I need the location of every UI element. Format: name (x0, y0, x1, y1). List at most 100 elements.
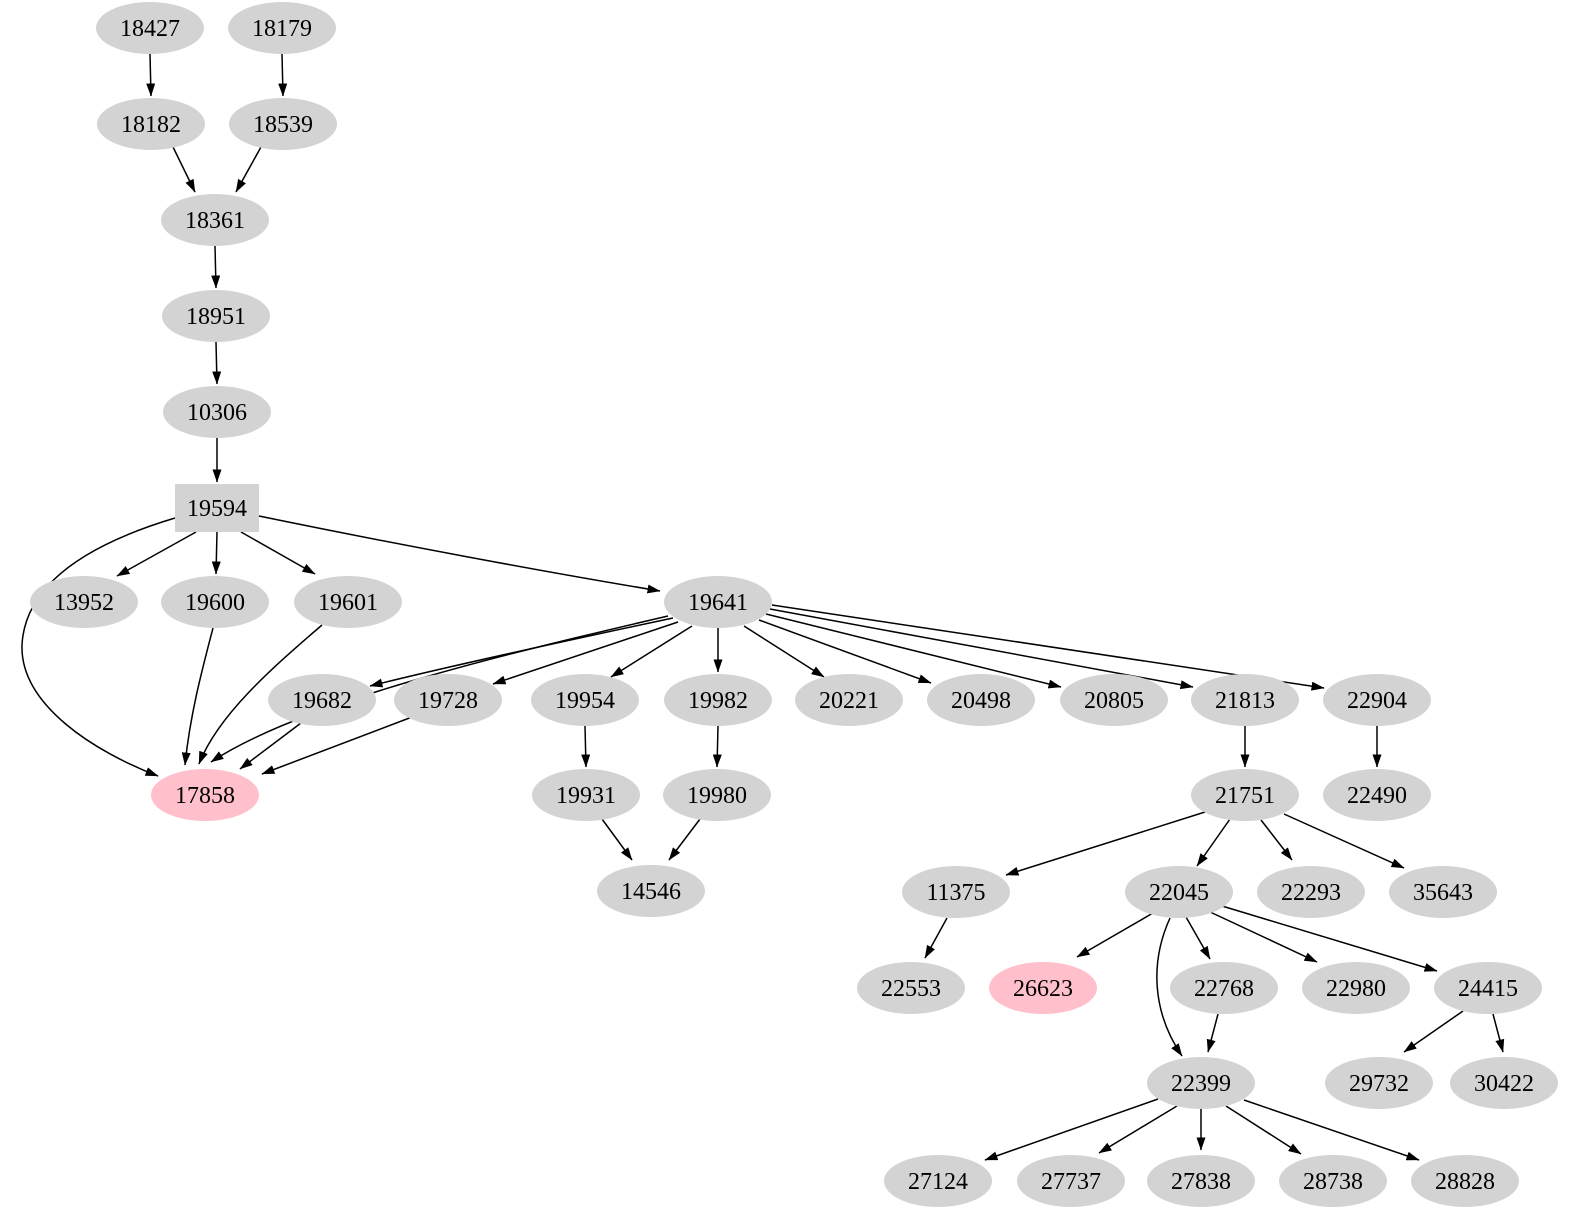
node-18182: 18182 (97, 98, 205, 150)
node-19682-label: 19682 (292, 688, 352, 714)
node-21751-label: 21751 (1215, 783, 1275, 809)
node-35643: 35643 (1389, 866, 1497, 918)
node-26623-label: 26623 (1013, 976, 1073, 1002)
node-19601: 19601 (294, 576, 402, 628)
node-20805: 20805 (1060, 674, 1168, 726)
edge-19980-14546 (668, 818, 701, 861)
edge-18951-10306 (212, 341, 222, 385)
node-28828-shape (1411, 1155, 1519, 1207)
edge-19601-17858 (198, 624, 323, 765)
node-22768-label: 22768 (1194, 976, 1254, 1002)
node-18182-shape (97, 98, 205, 150)
node-27838-label: 27838 (1171, 1169, 1231, 1195)
edge-19641-19682 (369, 617, 674, 688)
node-19982-shape (664, 674, 772, 726)
node-19600: 19600 (161, 576, 269, 628)
edge-21751-11375 (1005, 811, 1206, 876)
node-19601-label: 19601 (318, 590, 378, 616)
node-21813: 21813 (1191, 674, 1299, 726)
edge-19641-19954 (610, 625, 693, 678)
node-20498-label: 20498 (951, 688, 1011, 714)
node-18539-shape (229, 98, 337, 150)
node-22045-label: 22045 (1149, 880, 1209, 906)
node-18361-label: 18361 (185, 208, 245, 234)
node-11375-shape (902, 866, 1010, 918)
node-20805-label: 20805 (1084, 688, 1144, 714)
edge-22768-22399 (1206, 1013, 1219, 1053)
node-28828-label: 28828 (1435, 1169, 1495, 1195)
node-layer: 18427 18179 18182 18539 18361 18951 1030… (30, 2, 1558, 1207)
node-22980-label: 22980 (1326, 976, 1386, 1002)
node-27838-shape (1147, 1155, 1255, 1207)
node-18179-shape (228, 2, 336, 54)
node-29732: 29732 (1325, 1057, 1433, 1109)
node-19954: 19954 (531, 674, 639, 726)
node-19728-label: 19728 (418, 688, 478, 714)
edge-22399-27124 (984, 1098, 1159, 1161)
node-11375: 11375 (902, 866, 1010, 918)
node-22768-shape (1170, 962, 1278, 1014)
node-22490-shape (1323, 769, 1431, 821)
node-28828: 28828 (1411, 1155, 1519, 1207)
edge-22399-27737 (1098, 1105, 1178, 1154)
node-21813-shape (1191, 674, 1299, 726)
edge-19641-20805 (765, 613, 1062, 689)
node-14546-shape (597, 865, 705, 917)
edge-11375-22553 (924, 917, 948, 959)
node-17858-label: 17858 (175, 783, 235, 809)
edge-22399-28738 (1225, 1105, 1302, 1155)
node-19931-label: 19931 (556, 783, 616, 809)
edge-19641-19728 (492, 621, 679, 685)
node-27124-shape (884, 1155, 992, 1207)
node-27838: 27838 (1147, 1155, 1255, 1207)
node-19728: 19728 (394, 674, 502, 726)
node-24415-label: 24415 (1458, 976, 1518, 1002)
edge-21751-22045 (1196, 818, 1231, 867)
edge-19641-22904 (771, 604, 1325, 691)
node-19980-shape (663, 769, 771, 821)
edge-18539-18361 (235, 146, 262, 193)
node-22768: 22768 (1170, 962, 1278, 1014)
edge-24415-29732 (1403, 1010, 1464, 1053)
node-20498: 20498 (927, 674, 1035, 726)
edge-22045-22399 (1156, 917, 1183, 1057)
node-19594: 19594 (175, 484, 259, 532)
node-13952-shape (30, 576, 138, 628)
node-19931: 19931 (532, 769, 640, 821)
node-19982-label: 19982 (688, 688, 748, 714)
node-19980: 19980 (663, 769, 771, 821)
edge-19594-19641 (258, 515, 661, 594)
edge-19594-17858 (21, 517, 176, 777)
node-22399: 22399 (1147, 1057, 1255, 1109)
edge-19594-19600 (211, 531, 221, 575)
node-19600-shape (161, 576, 269, 628)
edge-19641-20221 (743, 625, 825, 678)
edge-18427-18182 (146, 53, 156, 97)
node-30422: 30422 (1450, 1057, 1558, 1109)
node-22904-shape (1323, 674, 1431, 726)
node-18539-label: 18539 (253, 112, 313, 138)
node-19594-shape (175, 484, 259, 532)
node-19600-label: 19600 (185, 590, 245, 616)
edge-22045-24415 (1221, 905, 1438, 972)
node-18361-shape (161, 194, 269, 246)
node-13952: 13952 (30, 576, 138, 628)
edge-19728-17858 (261, 716, 413, 775)
node-35643-shape (1389, 866, 1497, 918)
node-19954-shape (531, 674, 639, 726)
node-18182-label: 18182 (121, 112, 181, 138)
node-22293-label: 22293 (1281, 880, 1341, 906)
node-27737-label: 27737 (1041, 1169, 1101, 1195)
node-22045-shape (1125, 866, 1233, 918)
node-26623: 26623 (989, 962, 1097, 1014)
node-22553: 22553 (857, 962, 965, 1014)
node-35643-label: 35643 (1413, 880, 1473, 906)
node-14546: 14546 (597, 865, 705, 917)
node-24415: 24415 (1434, 962, 1542, 1014)
node-19682: 19682 (268, 674, 376, 726)
node-21751: 21751 (1191, 769, 1299, 821)
edge-22045-22980 (1207, 910, 1318, 963)
edge-19682-17858 (239, 722, 302, 770)
edge-21751-35643 (1283, 813, 1405, 869)
node-17858: 17858 (151, 769, 259, 821)
